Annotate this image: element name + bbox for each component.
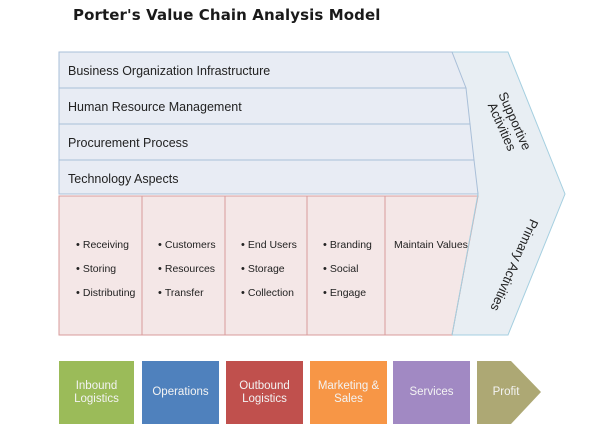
support-band-label: Technology Aspects: [68, 172, 179, 186]
primary-item: Storing: [76, 262, 135, 286]
flow-label: Logistics: [242, 392, 287, 405]
support-band-label: Procurement Process: [68, 136, 189, 150]
primary-item: Collection: [241, 286, 297, 310]
primary-column-operations: Customers Resources Transfer: [158, 238, 216, 310]
primary-item: Distributing: [76, 286, 136, 310]
side-inner-edge: [451, 193, 479, 336]
flow-label: Outbound: [239, 379, 290, 392]
primary-item: Branding: [323, 238, 372, 262]
primary-item: Transfer: [158, 286, 216, 310]
primary-column-services: Maintain Values: [394, 238, 468, 262]
support-band-label: Human Resource Management: [68, 100, 242, 114]
primary-column-inbound: Receiving Storing Distributing: [76, 238, 136, 310]
primary-item: End Users: [241, 238, 297, 262]
flow-label: Sales: [334, 392, 363, 405]
primary-column-outbound: End Users Storage Collection: [241, 238, 297, 310]
diagram-title: Porter's Value Chain Analysis Model: [73, 6, 381, 24]
flow-profit: Profit: [477, 361, 535, 424]
primary-column-marketing: Branding Social Engage: [323, 238, 372, 310]
primary-item: Storage: [241, 262, 297, 286]
flow-label: Profit: [492, 386, 520, 398]
flow-marketing-sales: Marketing &Sales: [310, 361, 387, 424]
primary-item: Resources: [158, 262, 216, 286]
primary-item: Receiving: [76, 238, 135, 262]
flow-label: Logistics: [74, 392, 119, 405]
flow-label: Marketing &: [317, 379, 380, 392]
primary-item: Engage: [323, 286, 372, 310]
flow-label: Operations: [152, 386, 209, 398]
profit-arrow-shape: [477, 361, 541, 424]
flow-operations: Operations: [142, 361, 219, 424]
flow-label: Services: [409, 386, 454, 398]
primary-item: Customers: [158, 238, 216, 262]
primary-item: Maintain Values: [394, 239, 468, 251]
flow-label: Inbound: [75, 379, 118, 392]
primary-item: Social: [323, 262, 372, 286]
flow-services: Services: [393, 361, 470, 424]
support-band-label: Business Organization Infrastructure: [68, 64, 271, 78]
